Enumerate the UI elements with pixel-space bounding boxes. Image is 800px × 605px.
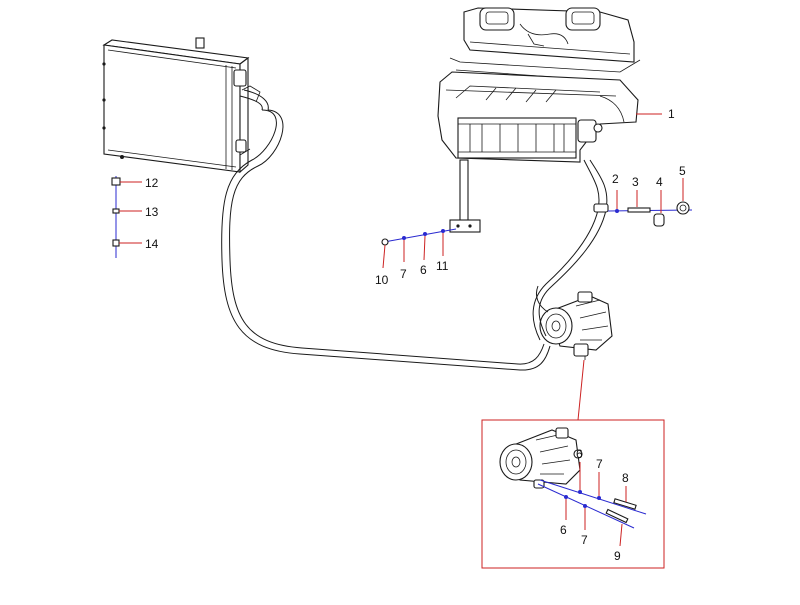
callout-label-6: 6: [420, 263, 427, 277]
callout-label-3: 3: [632, 175, 639, 189]
detail-compressor: [499, 427, 583, 489]
callout-label-10: 10: [375, 273, 389, 287]
detail-inset-frame: [481, 419, 665, 569]
callout-label-1: 1: [668, 107, 675, 121]
fastener-stack-right: 2 3 4 5: [607, 164, 693, 227]
detail-label-9: 9: [614, 549, 621, 563]
detail-label-8: 8: [622, 471, 629, 485]
callout-label-5: 5: [679, 164, 686, 178]
fastener-column-left: 12 13 14: [111, 176, 159, 258]
hvac-evaporator-unit: [437, 7, 641, 233]
callout-label-11: 11: [436, 259, 449, 273]
detail-label-7-upper: 7: [596, 457, 603, 471]
detail-fasteners-lower: 6 7 9: [537, 483, 635, 563]
detail-fasteners-upper: 6 7 8: [539, 447, 647, 515]
callout-label-2: 2: [612, 172, 619, 186]
callout-label-14: 14: [145, 237, 159, 251]
condenser: [102, 37, 261, 174]
fastener-stack-center: 10 7 6 11: [375, 228, 457, 287]
detail-label-6-upper: 6: [576, 447, 583, 461]
callout-label-12: 12: [145, 176, 159, 190]
callout-1: 1: [636, 107, 675, 121]
callout-label-7: 7: [400, 267, 407, 281]
detail-leader-line: [577, 359, 585, 421]
detail-label-7-lower: 7: [581, 533, 588, 547]
refrigerant-hoses: [221, 89, 609, 371]
callout-label-4: 4: [656, 175, 663, 189]
detail-label-6-lower: 6: [560, 523, 567, 537]
compressor: [539, 291, 613, 360]
callout-label-13: 13: [145, 205, 159, 219]
